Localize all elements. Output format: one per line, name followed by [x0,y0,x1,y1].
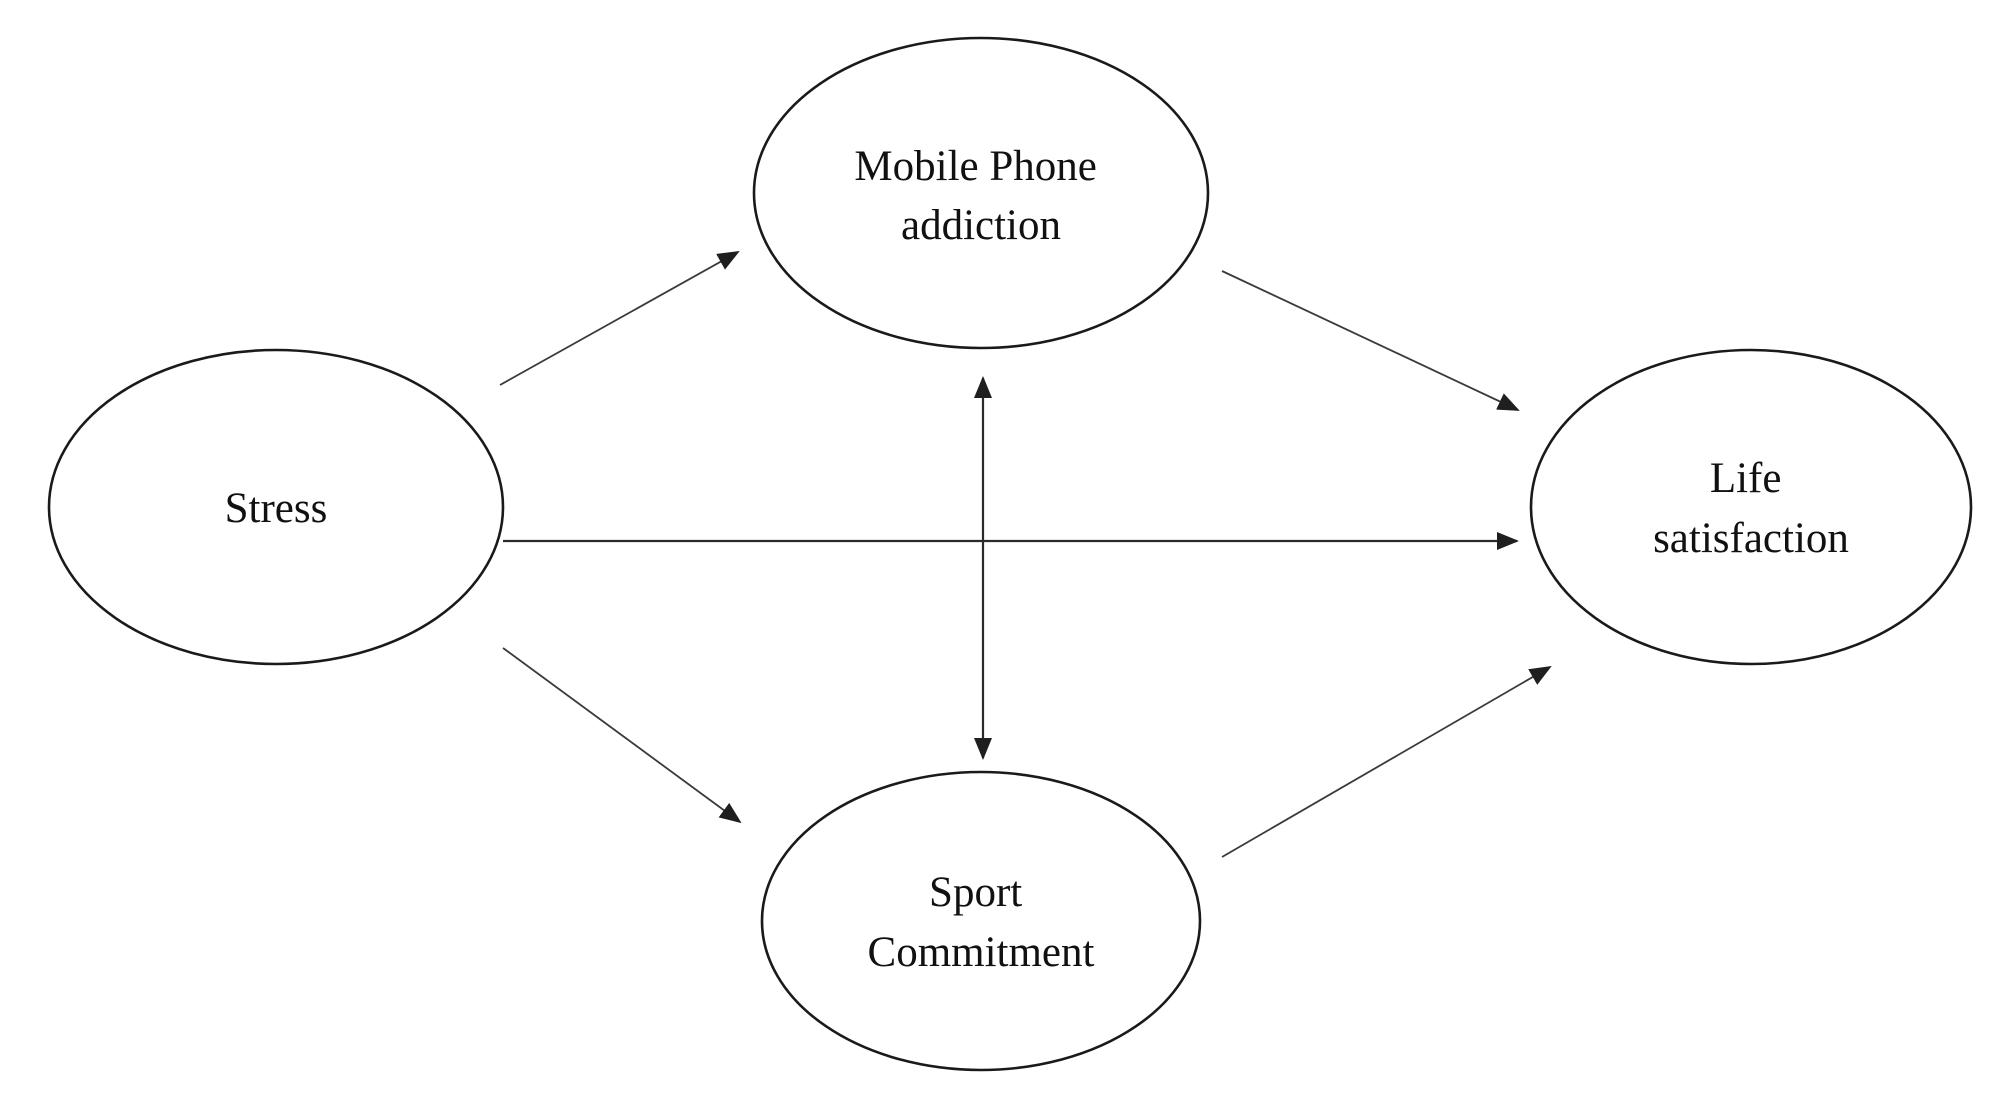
node-sport-commitment: Sport Commitment [760,770,1202,1072]
node-mobile-phone-addiction-label: Mobile Phone addiction [854,143,1107,249]
edge-stress-to-sport-commitment [502,647,742,824]
node-stress-ellipse [47,348,505,666]
edge-mobile-phone-addiction-to-life-satisfaction [1221,270,1520,411]
node-life-satisfaction-ellipse [1529,348,1973,666]
node-mobile-phone-addiction: Mobile Phone addiction [752,36,1210,350]
node-stress: Stress [47,348,505,666]
node-life-satisfaction-label: Life satisfaction [1653,455,1849,562]
node-sport-commitment-label: Sport Commitment [868,869,1095,976]
node-mobile-phone-addiction-ellipse [752,36,1210,350]
node-sport-commitment-ellipse [760,770,1202,1072]
node-stress-label: Stress [225,485,328,532]
edges [499,251,1552,858]
edge-stress-to-mobile-phone-addiction [499,251,740,386]
node-life-satisfaction: Life satisfaction [1529,348,1973,666]
edge-sport-commitment-to-life-satisfaction [1221,665,1552,858]
